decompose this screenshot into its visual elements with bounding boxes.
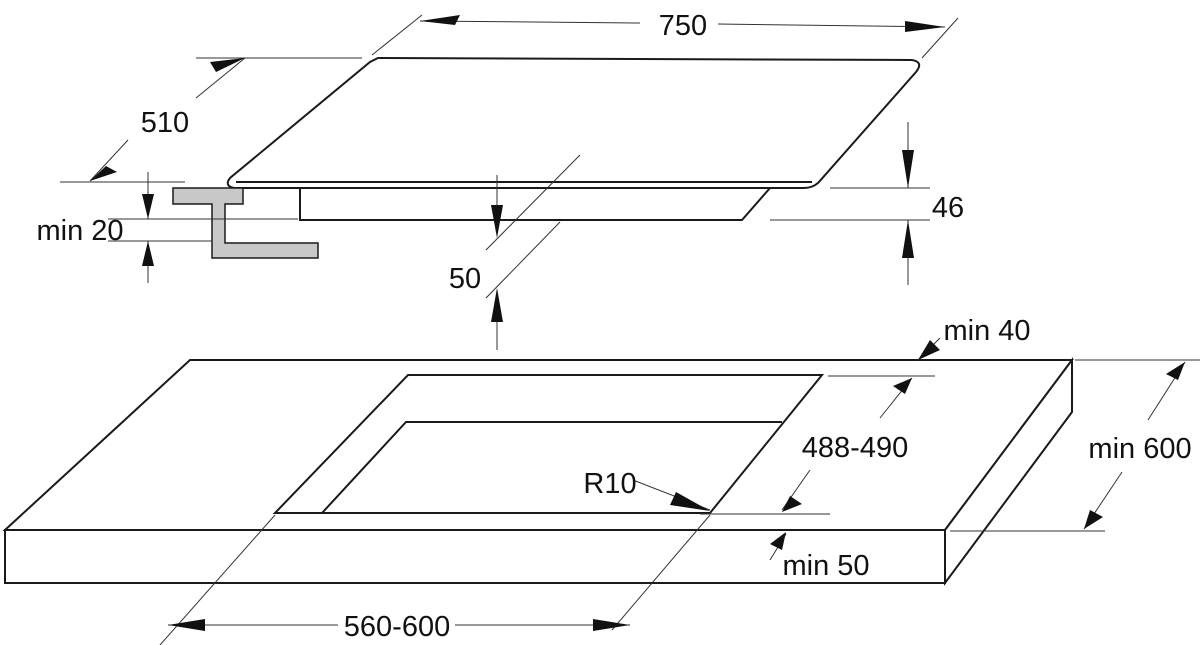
label-clearance-50: 50 bbox=[449, 263, 481, 295]
dim-46 bbox=[770, 122, 930, 285]
label-min-50: min 50 bbox=[782, 550, 869, 582]
dim-750 bbox=[371, 14, 959, 59]
worktop bbox=[2, 356, 1074, 587]
hob-underbody bbox=[299, 187, 773, 221]
dim-50 bbox=[485, 154, 581, 350]
label-min-600: min 600 bbox=[1088, 433, 1191, 465]
label-width-750: 750 bbox=[659, 10, 707, 42]
cutout-inner-edge bbox=[321, 421, 782, 514]
label-depth-510: 510 bbox=[141, 107, 189, 139]
mounting-bracket bbox=[172, 187, 319, 259]
label-min-40: min 40 bbox=[943, 315, 1030, 347]
dim-488-490 bbox=[700, 375, 935, 515]
dim-510 bbox=[60, 57, 362, 183]
dim-min-600 bbox=[950, 359, 1200, 532]
label-r10: R10 bbox=[583, 468, 636, 500]
dim-min-50 bbox=[769, 532, 787, 561]
dim-r10 bbox=[632, 479, 711, 511]
dim-min-20 bbox=[108, 172, 298, 283]
label-cutout-width: 560-600 bbox=[344, 611, 450, 643]
hob-glass-top bbox=[226, 56, 921, 189]
label-cutout-depth: 488-490 bbox=[802, 432, 908, 464]
cutout bbox=[272, 374, 825, 514]
dim-min-40 bbox=[917, 337, 941, 361]
label-min-20: min 20 bbox=[36, 215, 123, 247]
label-height-46: 46 bbox=[932, 192, 964, 224]
hob bbox=[226, 56, 921, 221]
dim-560-600 bbox=[159, 514, 711, 645]
